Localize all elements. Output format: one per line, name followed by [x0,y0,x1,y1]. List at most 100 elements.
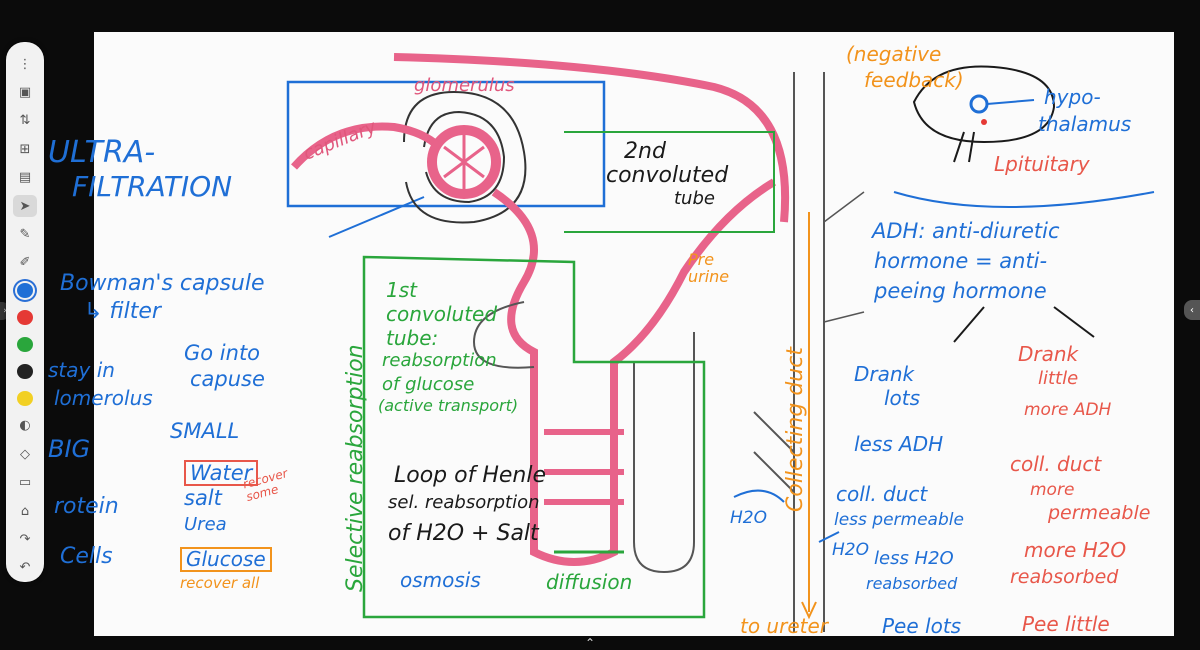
duct-branches [753,411,795,493]
brain-stem [953,131,975,163]
bottom-panel-handle[interactable]: ⌃ [585,636,596,650]
pointer-icon[interactable]: ➤ [13,194,37,218]
note-thalamus: thalamus [1038,112,1132,136]
capsule-pointer-line [328,196,425,238]
note-1st: 1st [386,278,417,302]
note-recover-all: recover all [180,574,260,592]
loop-outline [633,332,695,574]
note-tube-colon: tube: [386,326,439,350]
note-h2o-left: H2O [730,508,767,528]
note-more-h2o: more H2O [1024,538,1127,562]
note-collecting-duct: Collecting duct [783,347,808,512]
note-drank-little-1: Drank [1018,342,1079,366]
reabsorption-box [362,255,706,619]
pituitary-dot [981,119,987,125]
note-stay-in: stay in [48,358,115,382]
note-coll-duct-more: coll. duct [1010,452,1102,476]
note-selective-reabsorption: Selective reabsorption [343,344,368,592]
pen-icon[interactable]: ✎ [19,227,31,243]
note-of-glucose: of glucose [382,374,475,395]
top-capillary [393,53,790,223]
pct-outline [472,301,535,369]
color-swatch-4[interactable] [17,390,33,406]
note-glomerulus: glomerulus [414,75,515,96]
note-tube-2nd: tube [674,188,715,209]
note-reabsorbed-red: reabsorbed [1010,566,1119,588]
color-swatch-1[interactable] [17,310,33,325]
note-permeable: permeable [1048,502,1151,524]
note-feedback: feedback) [864,68,964,92]
note-cells: Cells [60,544,113,569]
note-loop-of-henle: Loop of Henle [394,463,547,488]
note-capuse: capuse [190,367,265,391]
note-less-adh: less ADH [854,432,944,456]
note-urea: Urea [184,514,227,535]
duct-pointer [823,311,865,323]
note-protein: rotein [54,494,119,519]
save-icon[interactable]: ▣ [18,85,32,101]
note-pee-little: Pee little [1022,612,1110,636]
note-coll-duct-less: coll. duct [836,482,928,506]
more-options-icon[interactable]: ⋮ [18,56,32,72]
loop-rungs [544,429,624,505]
dct-box [564,131,775,233]
redo-icon[interactable]: ↷ [19,531,31,547]
note-more-adh: more ADH [1024,400,1112,420]
undo-icon[interactable]: ↶ [19,560,31,576]
note-adh-3: peeing hormone [874,279,1047,303]
brain-outline [912,65,1056,144]
marker-icon[interactable]: ✐ [19,255,31,271]
note-less-h2o: less H2O [874,548,954,569]
whiteboard-canvas[interactable]: ULTRA- FILTRATION capillary glomerulus B… [48,32,1174,638]
note-pre-urine: Pre urine [688,250,730,286]
note-go-into: Go into [184,341,261,365]
arrow-drank-lots [953,306,985,343]
note-reabsorption: reabsorption [382,350,497,371]
palette-icon[interactable]: ◐ [19,418,31,434]
eraser-icon[interactable]: ◇ [20,446,30,462]
color-swatch-2[interactable] [17,336,33,352]
note-less-permeable: less permeable [834,510,964,530]
note-big: BIG [48,435,91,463]
note-drank-lots-1: Drank [854,362,915,386]
diagram-strokes [286,53,1155,632]
note-icon[interactable]: ▭ [18,475,32,491]
note-hypo: hypo- [1044,85,1101,109]
note-glomerolus: lomerolus [54,386,153,410]
glomerulus-box [286,80,606,208]
format-icon[interactable]: ⇅ [19,113,31,129]
glomerulus-mesh [443,132,485,192]
note-to-ureter: to ureter [740,614,829,638]
stamp-icon[interactable]: ⌂ [20,503,30,519]
image-icon[interactable]: ▤ [18,170,32,186]
right-panel-handle[interactable]: ‹ [1184,300,1200,320]
color-swatch-0[interactable] [13,279,37,303]
left-panel-handle[interactable]: › [0,302,10,320]
note-reabsorbed-blue: reabsorbed [866,574,958,593]
note-2nd: 2nd [624,139,666,164]
note-pituitary: Lpituitary [994,152,1090,176]
drawing-toolbar: ⋮ ▣ ⇅ ⊞ ▤ ➤ ✎ ✐ ◐ ◇ ▭ ⌂ ↷ ↶ [6,42,44,582]
bowman-outline-inner [423,110,506,204]
note-filtration: FILTRATION [72,170,233,203]
note-salt: salt [184,486,222,510]
note-h2o-mid: H2O [832,540,869,560]
note-drank-lots-2: lots [884,386,921,410]
note-negative: (negative [846,42,942,66]
duct-arrowhead [801,601,817,620]
note-active-transport: (active transport) [378,396,519,415]
tubule-pink [491,178,777,566]
note-ultra: ULTRA- [48,135,156,170]
h2o-arrow-left [733,489,785,503]
note-water: Water [184,460,259,487]
bowman-outline-outer [403,90,527,224]
note-more: more [1030,480,1075,500]
grid-icon[interactable]: ⊞ [19,141,31,157]
note-of-h2o-salt: of H2O + Salt [388,521,539,546]
note-adh-1: ADH: anti-diuretic [872,219,1060,243]
note-small: SMALL [170,419,240,443]
h2o-arrow-mid [818,531,840,543]
color-swatch-3[interactable] [17,363,33,379]
note-osmosis: osmosis [400,568,481,592]
note-filter: ↳ filter [84,299,161,324]
